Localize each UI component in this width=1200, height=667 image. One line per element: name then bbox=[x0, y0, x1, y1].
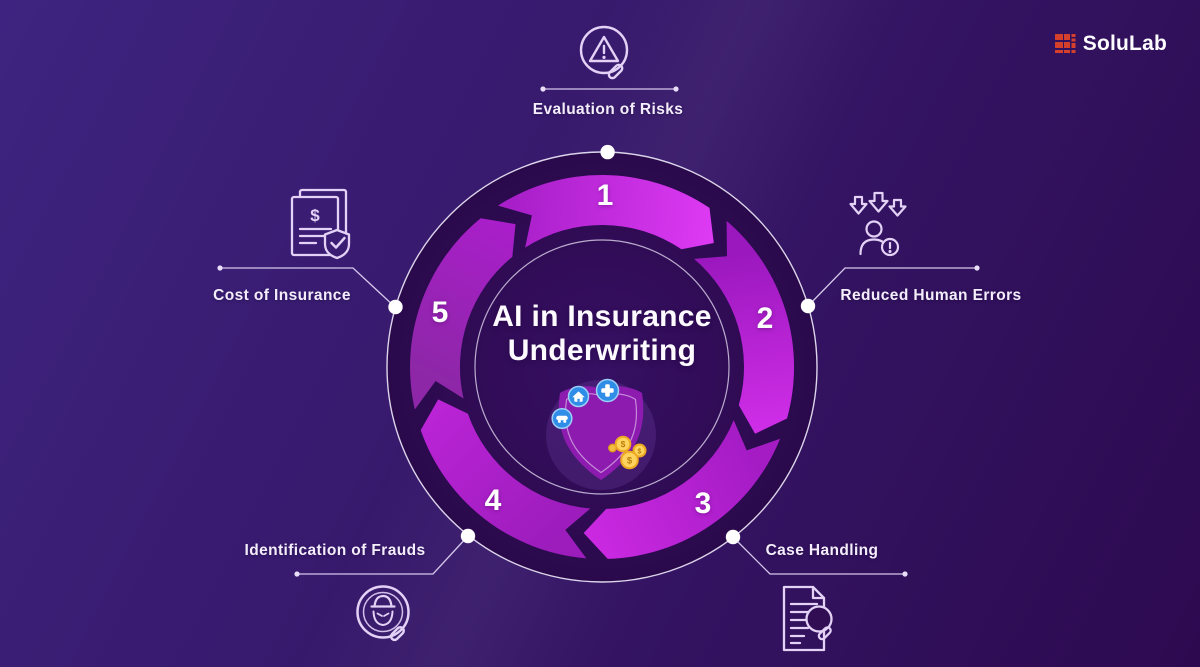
invoice-dollar-glyph: $ bbox=[310, 206, 320, 225]
car-badge-icon bbox=[551, 407, 573, 430]
step-label-evaluation-of-risks: Evaluation of Risks bbox=[532, 101, 684, 118]
brand-logo: SoluLab bbox=[1054, 32, 1167, 56]
inner-circle bbox=[474, 239, 730, 495]
ring-number-4: 4 bbox=[484, 484, 502, 517]
document-magnifier-icon bbox=[782, 585, 833, 652]
brand-name: SoluLab bbox=[1082, 32, 1167, 55]
insurance-shield-icon: $ $ $ bbox=[546, 378, 656, 490]
ring-segment-4 bbox=[420, 399, 591, 559]
node-dot-5 bbox=[388, 299, 403, 315]
svg-text:$: $ bbox=[627, 456, 633, 467]
center-title-line1: AI in Insurance bbox=[492, 300, 712, 333]
spy-magnifier-icon bbox=[356, 585, 410, 642]
svg-text:$: $ bbox=[638, 448, 642, 455]
node-dot-1 bbox=[600, 144, 615, 160]
ring-segment-3 bbox=[583, 420, 781, 559]
ring-segment-5 bbox=[410, 218, 516, 410]
connector-bottom-left bbox=[297, 535, 469, 575]
step-label-identification-of-frauds: Identification of Frauds bbox=[244, 542, 426, 559]
svg-text:$: $ bbox=[621, 439, 626, 449]
center-title-line2: Underwriting bbox=[507, 334, 697, 367]
connector-end-dots bbox=[217, 86, 980, 577]
ring-number-2: 2 bbox=[756, 302, 774, 335]
step-label-cost-of-insurance: Cost of Insurance bbox=[213, 287, 351, 304]
coins-icon: $ $ $ bbox=[608, 435, 647, 470]
ring-segment-1 bbox=[498, 174, 714, 250]
ring-number-3: 3 bbox=[694, 487, 712, 520]
connector-lines bbox=[220, 88, 977, 575]
house-badge-icon bbox=[567, 385, 590, 408]
person-down-arrows-icon bbox=[849, 191, 907, 257]
node-dot-2 bbox=[800, 298, 816, 314]
connector-left bbox=[220, 267, 396, 308]
invoice-shield-check-icon: $ bbox=[290, 188, 351, 260]
connector-right bbox=[807, 267, 977, 307]
arrow-ring bbox=[410, 174, 795, 559]
connector-bottom-right bbox=[732, 536, 905, 575]
solulab-logo-mark bbox=[1054, 33, 1076, 53]
ring-number-1: 1 bbox=[596, 179, 614, 212]
node-dot-4 bbox=[460, 528, 476, 544]
medical-plus-badge-icon bbox=[595, 378, 620, 403]
node-dot-3 bbox=[725, 529, 741, 545]
step-label-case-handling: Case Handling bbox=[765, 542, 879, 559]
circle-node-dots bbox=[388, 144, 816, 545]
magnifier-warning-icon bbox=[579, 25, 629, 80]
ring-segment-2 bbox=[694, 220, 795, 434]
step-label-reduced-human-errors: Reduced Human Errors bbox=[840, 287, 1022, 304]
ring-number-5: 5 bbox=[431, 296, 449, 329]
